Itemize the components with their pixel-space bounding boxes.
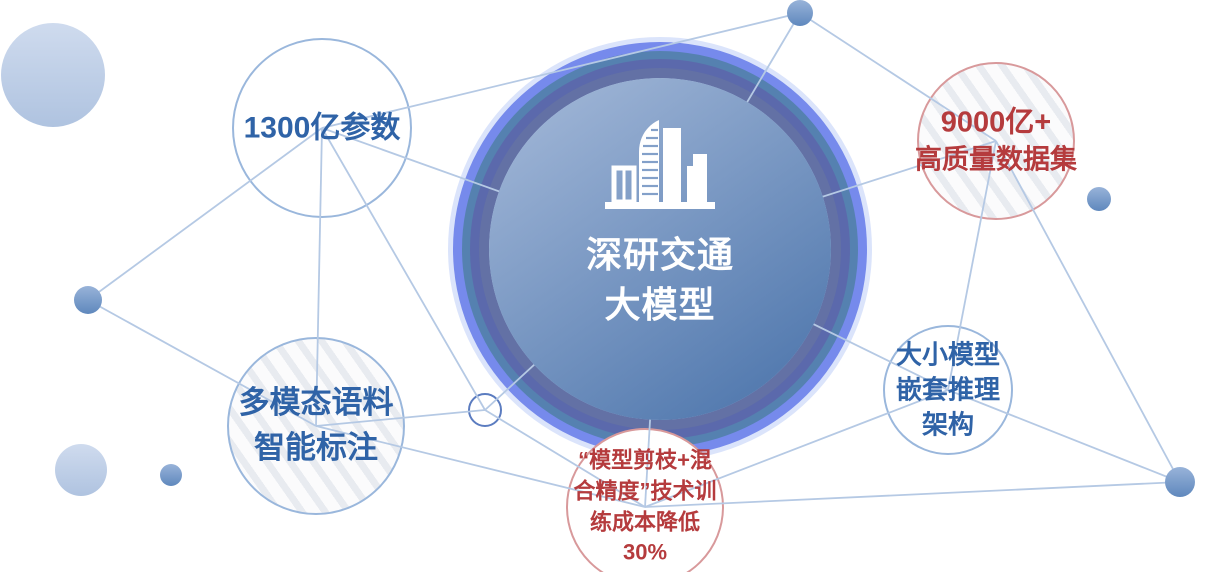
node-label-line: 1300亿参数 xyxy=(243,111,401,145)
node-label-params: 1300亿参数 xyxy=(232,109,412,148)
node-label-line: 智能标注 xyxy=(254,430,378,465)
center-title-line1: 深研交通 xyxy=(585,234,734,275)
dot-hub-top xyxy=(787,0,813,26)
node-label-line: 9000亿+ xyxy=(940,106,1052,139)
node-label-line: 多模态语料 xyxy=(238,385,394,421)
dot-decor-right xyxy=(1087,187,1111,211)
edge-pruning--hub-bottom-right xyxy=(644,481,1181,508)
node-label-line: 30% xyxy=(622,539,668,565)
node-label-line: “模型剪枝+混 xyxy=(578,447,712,473)
building-icon xyxy=(605,120,715,209)
dot-decor-bottom-left-big xyxy=(55,444,107,496)
node-label-line: 合精度”技术训 xyxy=(573,478,717,504)
node-label-line: 高质量数据集 xyxy=(915,144,1077,175)
dot-decor-bottom-left-small xyxy=(160,464,182,486)
dot-hub-bottom-right xyxy=(1165,467,1195,497)
node-label-line: 嵌套推理 xyxy=(895,374,1000,405)
node-label-corpus: 多模态语料智能标注 xyxy=(227,381,405,471)
node-label-architecture: 大小模型嵌套推理架构 xyxy=(883,337,1013,442)
node-label-dataset: 9000亿+ 高质量数据集 xyxy=(915,105,1077,178)
node-label-line: 架构 xyxy=(921,409,974,440)
center-node: 深研交通 大模型 xyxy=(489,78,831,420)
node-label-pruning: “模型剪枝+混合精度”技术训练成本降低 30% xyxy=(566,445,724,568)
node-label-line: 大小模型 xyxy=(895,339,1000,370)
dot-decor-top-left xyxy=(1,23,105,127)
node-junction xyxy=(468,393,502,427)
center-title-line2: 大模型 xyxy=(604,284,716,326)
dot-hub-left xyxy=(74,286,102,314)
node-label-line: 练成本降低 xyxy=(589,509,700,534)
